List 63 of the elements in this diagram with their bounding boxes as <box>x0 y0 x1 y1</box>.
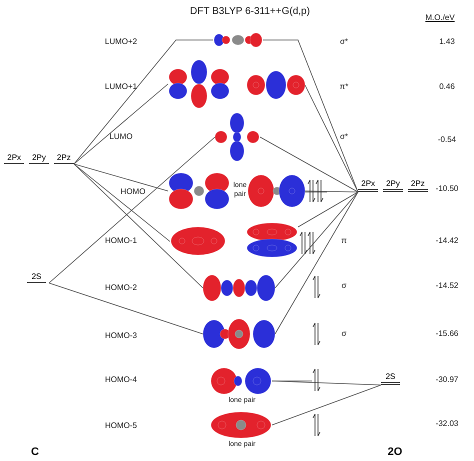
energy-level-label: 2Px <box>4 153 24 164</box>
connector-line <box>74 164 170 242</box>
energy-level-label: 2Pz <box>54 153 74 164</box>
text-label: HOMO <box>120 186 146 198</box>
text-label: C <box>30 445 40 460</box>
energy-level-label: 2Pz <box>408 179 428 192</box>
connector-line <box>298 192 358 228</box>
connector-line <box>274 192 358 288</box>
picture <box>168 172 230 210</box>
text-label: -32.03 <box>434 418 460 430</box>
text-label: 1.43 <box>438 36 456 48</box>
connector-line <box>260 136 358 192</box>
picture <box>213 31 263 49</box>
energy-level-label: 2Py <box>382 179 404 192</box>
connector-line <box>74 164 204 288</box>
text-label: LUMO <box>108 131 134 143</box>
connector-line <box>304 84 358 192</box>
connector-line <box>74 40 214 164</box>
picture <box>210 411 272 439</box>
text-label: -14.52 <box>434 280 460 292</box>
diagram-title: DFT B3LYP 6-311++G(d,p) <box>189 5 311 19</box>
picture <box>203 318 275 350</box>
text-label: HOMO-4 <box>104 374 138 386</box>
text-label: M.O./eV <box>424 12 456 24</box>
text-label: σ* <box>338 36 350 48</box>
picture <box>248 174 305 208</box>
picture <box>168 60 230 108</box>
text-label: σ <box>340 328 348 340</box>
text-label: HOMO-1 <box>104 235 138 247</box>
picture <box>170 226 226 257</box>
energy-level-label: 2Py <box>28 153 50 164</box>
text-label: -30.97 <box>434 374 460 386</box>
connector-line <box>274 192 358 334</box>
text-label: LUMO+2 <box>104 36 138 48</box>
text-label: -0.54 <box>436 134 458 146</box>
text-label: σ <box>340 280 348 292</box>
picture <box>210 367 272 395</box>
connector-line <box>74 164 168 192</box>
energy-level-label: 2Px <box>358 179 378 192</box>
connector-line <box>304 190 358 192</box>
energy-level-label: 2S <box>381 372 400 385</box>
text-label: π* <box>338 81 350 93</box>
text-label: HOMO-2 <box>104 282 138 294</box>
connector-line <box>48 282 204 334</box>
text-label: -14.42 <box>434 235 460 247</box>
connector-line <box>272 384 382 426</box>
picture <box>246 222 298 258</box>
text-label: -15.66 <box>434 328 460 340</box>
connector-line <box>74 84 168 164</box>
picture <box>247 70 305 100</box>
energy-level-label: 2S <box>27 272 46 283</box>
text-label: 0.46 <box>438 81 456 93</box>
text-label: σ* <box>338 131 350 143</box>
text-label: HOMO-3 <box>104 330 138 342</box>
text-label: -10.50 <box>434 183 460 195</box>
text-label: π <box>340 235 348 247</box>
picture <box>203 273 275 303</box>
text-label: LUMO+1 <box>104 81 138 93</box>
connector-line <box>48 136 216 284</box>
connector-line <box>262 40 358 192</box>
picture <box>215 112 260 162</box>
text-label: HOMO-5 <box>104 420 138 432</box>
text-label: 2O <box>386 445 404 460</box>
